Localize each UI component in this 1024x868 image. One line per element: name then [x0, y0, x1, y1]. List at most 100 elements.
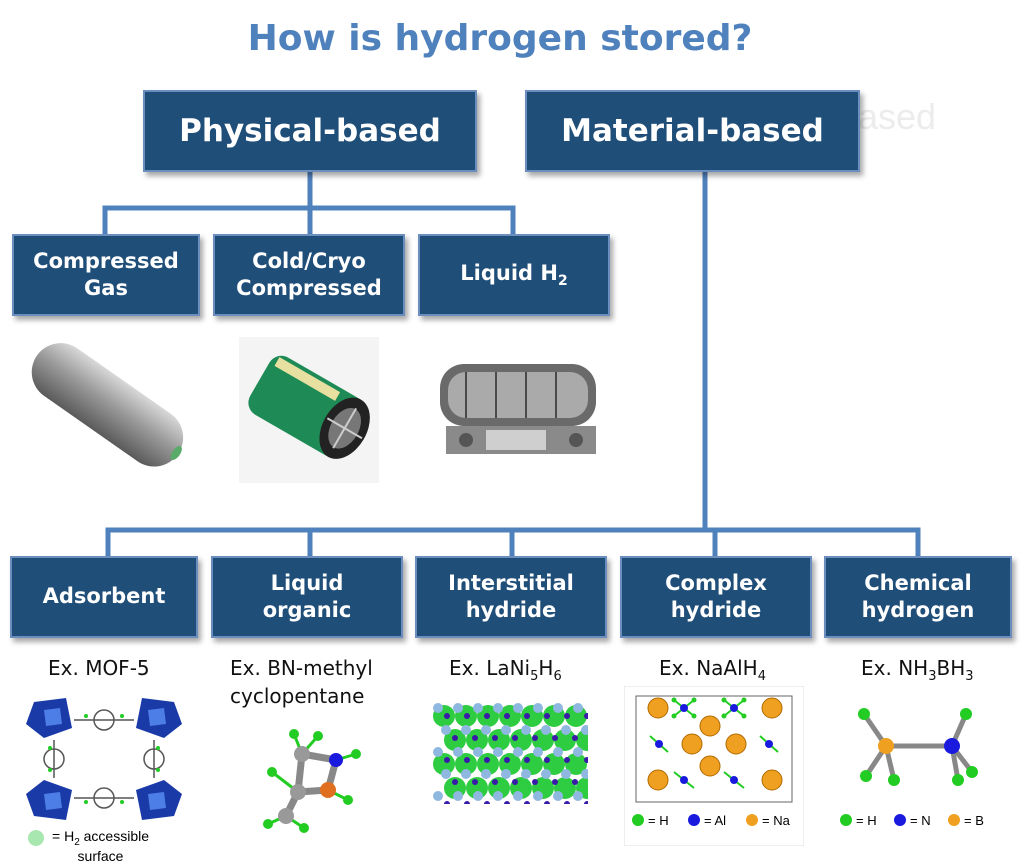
liquid-h2-label: Liquid H	[460, 260, 558, 285]
example-naalh4: Ex. NaAlH4	[659, 654, 766, 686]
h-atom	[552, 779, 558, 785]
example-lani5h6: Ex. LaNi5H6	[449, 654, 562, 686]
nh3bh3-sub1: 3	[928, 669, 937, 684]
ni-atom	[513, 747, 523, 757]
ni-atom	[541, 769, 551, 779]
mof-legend: = H2 accessible surface	[52, 828, 149, 864]
example-bn-line1: Ex. BN-methyl	[230, 656, 373, 680]
complex-legend-na: = Na	[762, 813, 791, 828]
ni-atom	[553, 747, 563, 757]
ni-atom	[581, 725, 588, 735]
example-mof5-text: Ex. MOF-5	[48, 656, 150, 680]
ni-atom	[493, 791, 503, 801]
ni-atom	[521, 725, 531, 735]
ni-atom	[473, 747, 483, 757]
ni-atom	[561, 725, 571, 735]
ni-atom	[461, 769, 471, 779]
bn-methyl-cyclopentane-image	[263, 729, 361, 833]
la-atom	[466, 777, 488, 799]
complex-legend-h: = H	[648, 813, 669, 828]
adsorbent-box: Adsorbent	[10, 556, 198, 638]
h-atom	[444, 757, 450, 763]
complex-hydride-box: Complex hydride	[620, 556, 812, 638]
h-atom	[472, 735, 478, 741]
compressed-gas-box: Compressed Gas	[12, 234, 200, 316]
ni-atom	[573, 747, 583, 757]
h-atom	[584, 713, 588, 719]
mof5-structure-image	[14, 690, 194, 828]
material-connector	[105, 169, 921, 559]
ni-atom	[501, 725, 511, 735]
h-atom	[544, 757, 550, 763]
cold-cryo-line2: Compressed	[236, 276, 382, 300]
h-atom	[484, 801, 490, 804]
ni-atom	[533, 747, 543, 757]
example-bn-methyl: Ex. BN-methyl cyclopentane	[230, 654, 373, 710]
h-atom	[512, 735, 518, 741]
ni-atom	[453, 747, 463, 757]
nh3bh3-sub2: 3	[965, 669, 974, 684]
h-atom	[504, 757, 510, 763]
cold-cryo-box: Cold/Cryo Compressed	[213, 234, 405, 316]
h-atom	[492, 735, 498, 741]
h-atom	[532, 779, 538, 785]
h-atom	[472, 779, 478, 785]
h-atom	[544, 801, 550, 804]
nh3bh3-molecule-image: = H = N = B	[834, 698, 1002, 848]
h-atom	[464, 757, 470, 763]
la-atom	[565, 753, 587, 775]
compressed-gas-line1: Compressed	[33, 248, 179, 273]
lani-mid: H	[538, 656, 554, 680]
cold-cryo-line1: Cold/Cryo	[252, 248, 366, 273]
h-atom	[484, 757, 490, 763]
chemical-line1: Chemical	[864, 570, 972, 595]
physical-based-label: Physical-based	[179, 112, 441, 149]
h-atom	[464, 713, 470, 719]
ni-atom	[481, 769, 491, 779]
h-atom	[544, 713, 550, 719]
lani5h6-lattice-image	[432, 702, 588, 804]
interstitial-line1: Interstitial	[448, 570, 574, 595]
chemical-legend-h: = H	[856, 813, 877, 828]
physical-based-box: Physical-based	[143, 90, 477, 172]
mof-legend-rest: accessible	[79, 828, 150, 844]
nh3bh3-mid: BH	[936, 656, 966, 680]
chemical-hydrogen-box: Chemical hydrogen	[824, 556, 1012, 638]
chemical-line2: hydrogen	[861, 598, 975, 622]
h-atom	[504, 713, 510, 719]
ni-atom	[573, 703, 583, 713]
h-atom	[504, 801, 510, 804]
h-atom	[452, 735, 458, 741]
h-atom	[524, 713, 530, 719]
ni-atom	[533, 791, 543, 801]
h-atom	[512, 779, 518, 785]
ni-atom	[553, 703, 563, 713]
la-atom	[554, 729, 576, 751]
complex-line2: hydride	[670, 598, 762, 622]
ni-atom	[573, 791, 583, 801]
liquid-h2-box: Liquid H2	[418, 234, 610, 316]
ni-atom	[433, 791, 443, 801]
mof-legend-sub: 2	[74, 836, 80, 848]
ni-atom	[513, 791, 523, 801]
ni-atom	[453, 791, 463, 801]
h-atom	[492, 779, 498, 785]
h-atom	[564, 757, 570, 763]
compressed-gas-line2: Gas	[84, 276, 128, 300]
h-atom	[564, 713, 570, 719]
h-atom	[532, 735, 538, 741]
compressed-gas-tank-image	[31, 343, 184, 467]
ghost-text: ased	[858, 96, 937, 137]
interstitial-line2: hydride	[465, 598, 557, 622]
adsorbent-label: Adsorbent	[42, 584, 166, 609]
complex-legend-al: = Al	[704, 813, 726, 828]
h-atom	[564, 801, 570, 804]
h-atom	[524, 801, 530, 804]
h-atom	[572, 735, 578, 741]
ni-atom	[461, 725, 471, 735]
ni-atom	[541, 725, 551, 735]
example-bn-line2: cyclopentane	[230, 684, 365, 708]
ni-atom	[433, 703, 443, 713]
ni-atom	[493, 703, 503, 713]
